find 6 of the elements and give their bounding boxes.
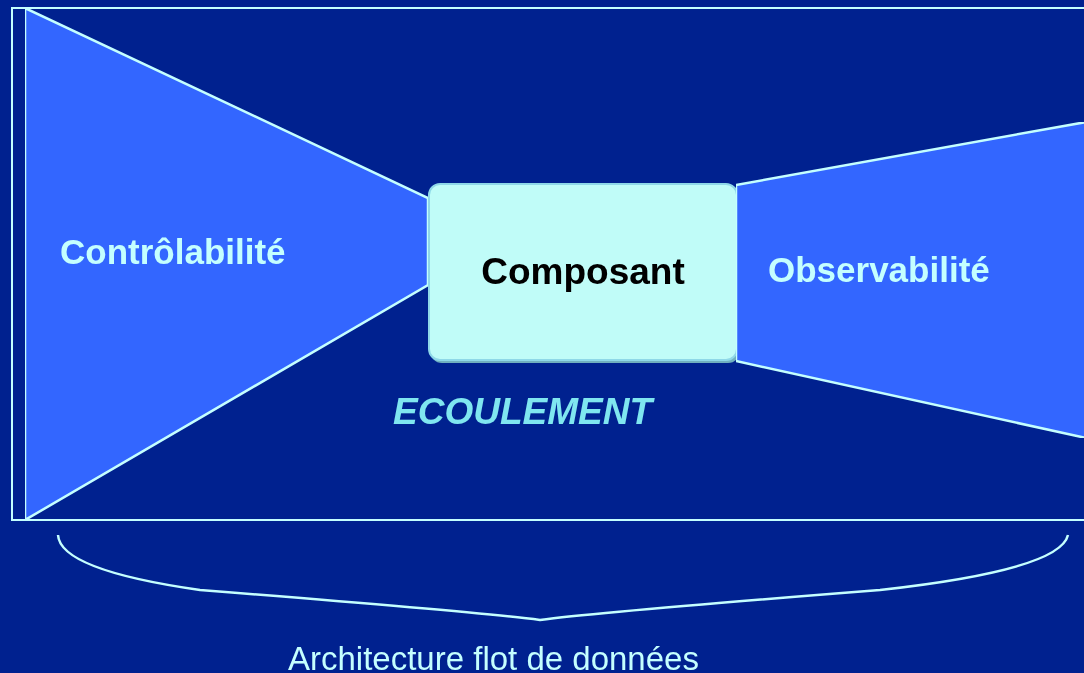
box-label: Composant [481,250,685,295]
component-box [428,183,738,361]
funnel-label: Observabilité [768,249,990,291]
funnel-shape [736,122,1084,438]
funnel-label: Contrôlabilité [60,231,286,273]
brace-caption: Architecture flot de données [288,639,699,673]
